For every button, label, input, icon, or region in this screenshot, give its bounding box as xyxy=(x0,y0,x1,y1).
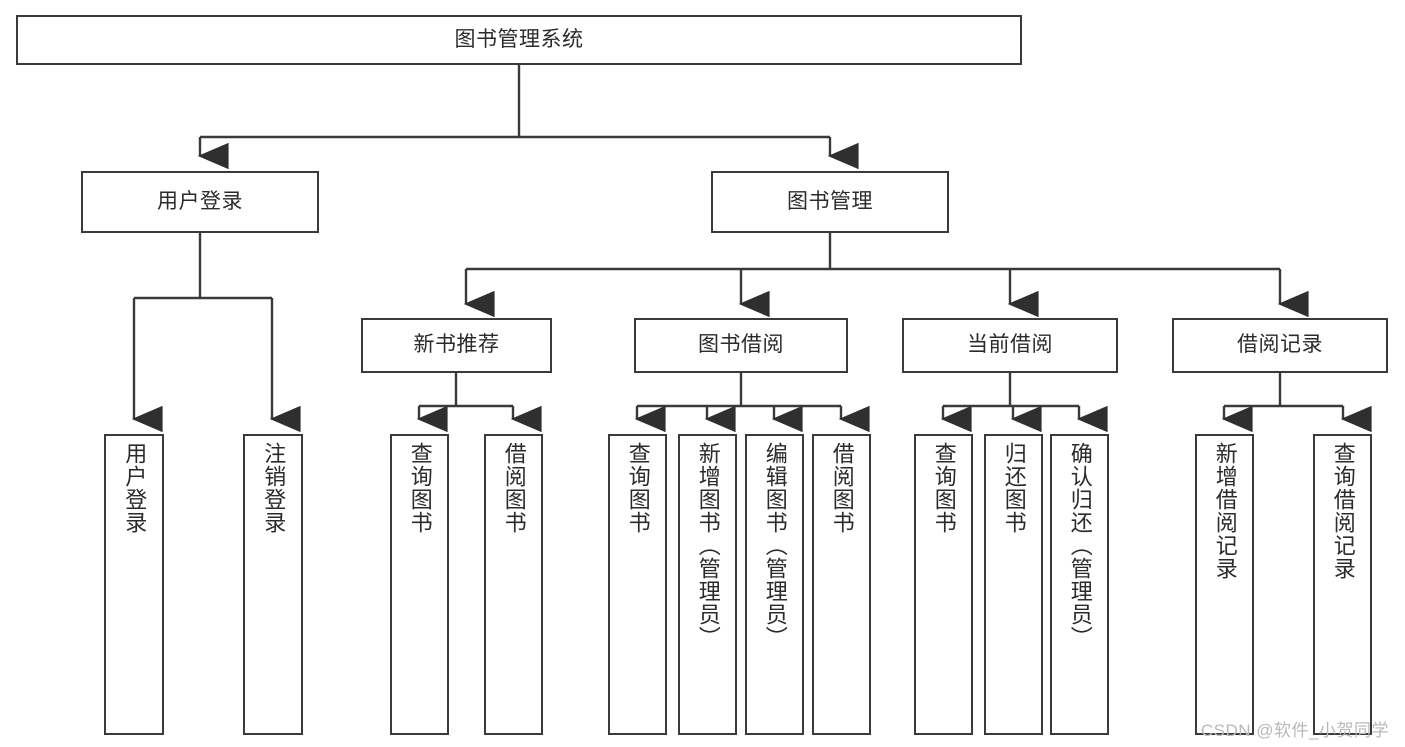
node-leaf-borrow-book-2[interactable]: 借阅图书 xyxy=(812,434,871,735)
node-leaf-add-book-admin-label: 新增图书（管理员） xyxy=(695,442,721,649)
node-leaf-query-book-3[interactable]: 查询图书 xyxy=(914,434,973,735)
node-book-manage-label: 图书管理 xyxy=(787,189,873,213)
node-current-borrow-label: 当前借阅 xyxy=(967,333,1053,357)
node-leaf-borrow-book-1-label: 借阅图书 xyxy=(501,442,527,534)
node-book-borrow[interactable]: 图书借阅 xyxy=(634,318,848,373)
node-leaf-query-book-2-label: 查询图书 xyxy=(625,442,651,534)
node-borrow-record-label: 借阅记录 xyxy=(1237,333,1323,357)
node-leaf-edit-book-admin[interactable]: 编辑图书（管理员） xyxy=(745,434,804,735)
node-leaf-logout-login[interactable]: 注销登录 xyxy=(243,434,303,735)
node-leaf-query-borrow-record-label: 查询借阅记录 xyxy=(1330,442,1356,580)
node-leaf-add-borrow-record-label: 新增借阅记录 xyxy=(1212,442,1238,580)
node-leaf-query-book-1[interactable]: 查询图书 xyxy=(390,434,449,735)
node-user-login-label: 用户登录 xyxy=(157,189,243,213)
node-book-borrow-label: 图书借阅 xyxy=(698,333,784,357)
node-leaf-add-borrow-record[interactable]: 新增借阅记录 xyxy=(1195,434,1254,735)
watermark-text: CSDN @软件_小贺同学 xyxy=(1200,721,1389,740)
node-root[interactable]: 图书管理系统 xyxy=(16,15,1022,65)
node-root-label: 图书管理系统 xyxy=(454,27,584,51)
node-leaf-query-book-2[interactable]: 查询图书 xyxy=(608,434,667,735)
node-leaf-borrow-book-1[interactable]: 借阅图书 xyxy=(484,434,543,735)
node-leaf-confirm-return-admin-label: 确认归还（管理员） xyxy=(1067,442,1093,649)
node-user-login[interactable]: 用户登录 xyxy=(81,171,319,233)
node-leaf-confirm-return-admin[interactable]: 确认归还（管理员） xyxy=(1050,434,1109,735)
node-borrow-record[interactable]: 借阅记录 xyxy=(1172,318,1388,373)
node-leaf-return-book-label: 归还图书 xyxy=(1001,442,1027,534)
node-current-borrow[interactable]: 当前借阅 xyxy=(902,318,1118,373)
node-new-book-recommend[interactable]: 新书推荐 xyxy=(361,318,552,373)
node-leaf-add-book-admin[interactable]: 新增图书（管理员） xyxy=(678,434,737,735)
node-leaf-query-book-1-label: 查询图书 xyxy=(407,442,433,534)
node-leaf-logout-login-label: 注销登录 xyxy=(261,442,287,534)
node-leaf-edit-book-admin-label: 编辑图书（管理员） xyxy=(762,442,788,649)
node-leaf-user-login-label: 用户登录 xyxy=(122,442,148,534)
node-leaf-query-book-3-label: 查询图书 xyxy=(931,442,957,534)
node-book-manage[interactable]: 图书管理 xyxy=(711,171,949,233)
node-leaf-query-borrow-record[interactable]: 查询借阅记录 xyxy=(1313,434,1372,735)
node-new-book-recommend-label: 新书推荐 xyxy=(413,333,500,357)
node-leaf-borrow-book-2-label: 借阅图书 xyxy=(829,442,855,534)
node-leaf-user-login[interactable]: 用户登录 xyxy=(104,434,164,735)
node-leaf-return-book[interactable]: 归还图书 xyxy=(984,434,1043,735)
